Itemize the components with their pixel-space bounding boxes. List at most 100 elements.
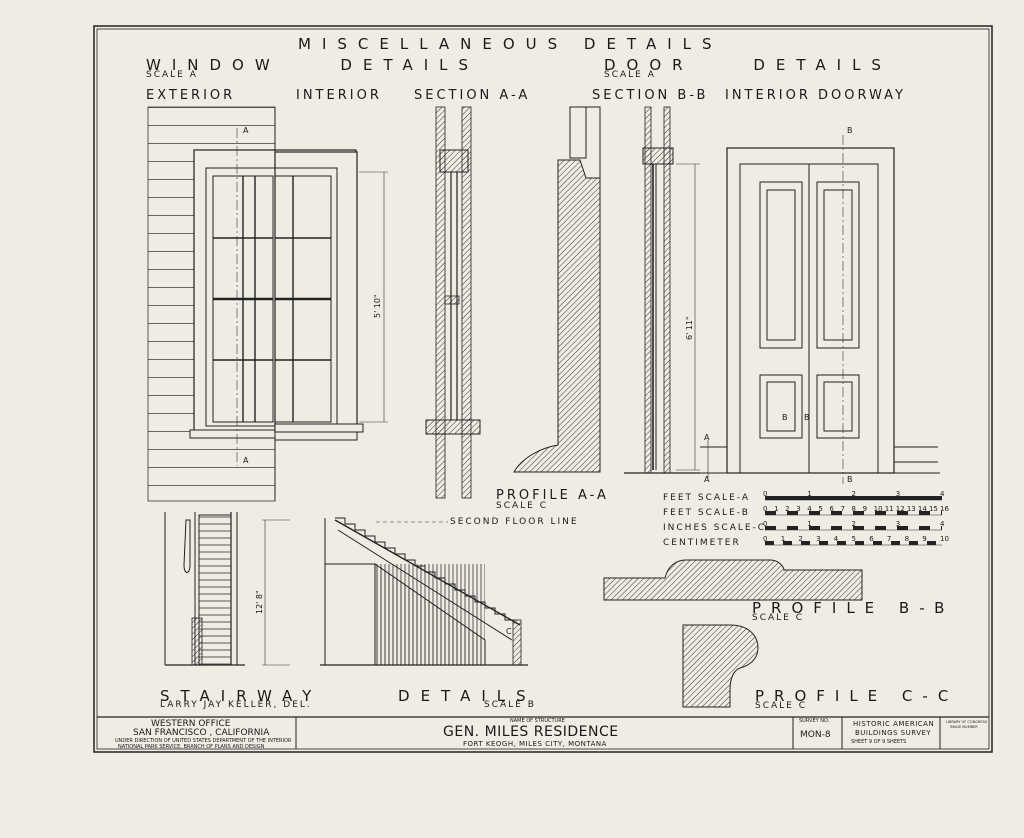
title-block [97,716,989,749]
tb-structure-name: GEN. MILES RESIDENCE [443,724,619,740]
tb-loc-2: IMAGE NUMBER [950,725,978,729]
scale-tick-label: 2 [798,535,803,543]
scale-tick-label: 11 [884,505,894,513]
label-interior-doorway: INTERIOR DOORWAY [725,88,906,103]
profile-cc-drawing [682,624,759,708]
scale-tick-label: 9 [922,535,927,543]
profile-aa-scale: SCALE C [496,501,548,511]
scale-tick-label: 1 [807,520,812,528]
tb-city: SAN FRANCISCO , CALIFORNIA [133,728,270,738]
section-mark-b-panel-right: B [804,413,810,422]
label-interior: INTERIOR [296,88,382,103]
scale-tick-label: 16 [940,505,949,513]
section-mark-a-bottom: A [243,456,249,465]
scale-tick-label: 5 [818,505,823,513]
scale-tick-label: 7 [840,505,845,513]
scale-tick-label: 0 [763,520,768,528]
section-mark-c: C [506,627,512,636]
stair-side-elevation [164,512,290,666]
profile-bb-drawing [603,559,863,601]
tb-direction-2: NATIONAL PARK SERVICE, BRANCH OF PLANS A… [118,744,265,750]
tb-office: WESTERN OFFICE [151,719,231,729]
profile-cc-title: PROFILE C-C [755,687,959,705]
scale-tick-label: 0 [763,490,768,498]
profile-bb-scale: SCALE C [752,613,804,623]
scale-tick-label: 2 [851,490,856,498]
tb-survey-number: MON-8 [800,730,831,740]
tb-survey-label: SURVEY NO. [799,718,830,724]
scale-tick-label: 3 [895,490,901,498]
tb-sheet: SHEET 9 OF 9 SHEETS [851,739,907,745]
scale-tick-label: 2 [785,505,790,513]
scale-tick-label: 0 [763,505,768,513]
tb-habs-2: BUILDINGS SURVEY [855,729,932,737]
delineator: LARRY JAY KELLER, DEL. [160,700,312,710]
scale-tick-label: 8 [851,505,856,513]
window-scale: SCALE A [146,70,198,80]
stair-front-elevation [320,517,528,666]
tb-loc-1: LIBRARY OF CONGRESS [946,720,988,724]
outer-border [93,25,993,753]
door-details-heading: DOOR DETAILS [604,56,892,74]
scale-tick-label: 1 [774,505,779,513]
scale-tick-label: 4 [940,520,945,528]
door-section-bb [624,106,700,474]
profile-cc-scale: SCALE C [755,701,807,711]
profile-bb-title: PROFILE B-B [752,599,955,617]
scale-tick-label: 1 [807,490,812,498]
scale-tick-label: 3 [816,535,821,543]
scale-tick-label: 7 [886,535,892,543]
scale-tick-label: 10 [873,505,883,513]
graphic-scales [765,496,942,546]
label-exterior: EXTERIOR [146,88,236,103]
scale-tick-label: 6 [829,505,834,513]
section-mark-b-bottom: B [847,475,853,484]
window-details-heading: WINDOW DETAILS [146,56,480,74]
scale-tick-label: 5 [851,535,856,543]
scale-label-centimeter: CENTIMETER [663,538,741,548]
inner-border [96,28,990,750]
door-height-dimension: 6' 11" [685,316,694,340]
tb-direction-1: UNDER DIRECTION OF UNITED STATES DEPARTM… [115,738,292,744]
section-mark-b-panel-left: B [782,413,788,422]
door-scale: SCALE A [604,70,656,80]
profile-aa-drawing [513,106,601,473]
scale-tick-label: 0 [763,535,768,543]
window-interior-elevation [274,107,388,501]
scale-tick-label: 13 [906,505,916,513]
window-section-aa [425,106,481,499]
scale-tick-label: 4 [833,535,839,543]
label-section-bb: SECTION B-B [592,88,709,103]
scale-tick-label: 3 [895,520,901,528]
stair-height-dimension: 12' 8" [255,590,264,614]
section-mark-a-top: A [243,126,249,135]
stair-scale: SCALE B [484,700,536,710]
stairway-details-heading: STAIRWAY DETAILS [160,687,537,705]
scale-tick-label: 9 [862,505,868,513]
tb-structure-label: NAME OF STRUCTURE [510,718,565,724]
scale-tick-label: 15 [928,505,938,513]
second-floor-line-label: SECOND FLOOR LINE [450,517,579,527]
scale-tick-label: 6 [869,535,874,543]
interior-doorway-elevation [700,135,940,484]
scale-label-inches-c: INCHES SCALE-C [663,523,767,533]
section-mark-a-door-bottom: A [704,475,710,484]
profile-aa-title: PROFILE A-A [496,488,609,503]
scale-tick-label: 2 [851,520,856,528]
tb-location: FORT KEOGH, MILES CITY, MONTANA [463,740,607,748]
section-mark-b-top: B [847,126,853,135]
scale-tick-label: 8 [904,535,910,543]
scale-tick-label: 3 [796,505,801,513]
tb-habs-1: HISTORIC AMERICAN [853,720,935,728]
scale-label-feet-a: FEET SCALE-A [663,493,750,503]
label-section-aa: SECTION A-A [414,88,531,103]
sheet-title: MISCELLANEOUS DETAILS [298,35,723,53]
scale-tick-label: 12 [895,505,905,513]
window-height-dimension: 5' 10" [373,294,382,318]
scale-tick-label: 4 [807,505,812,513]
scale-tick-label: 14 [917,505,927,513]
scale-label-feet-b: FEET SCALE-B [663,508,750,518]
scale-tick-label: 4 [940,490,945,498]
scale-tick-label: 1 [780,535,786,543]
